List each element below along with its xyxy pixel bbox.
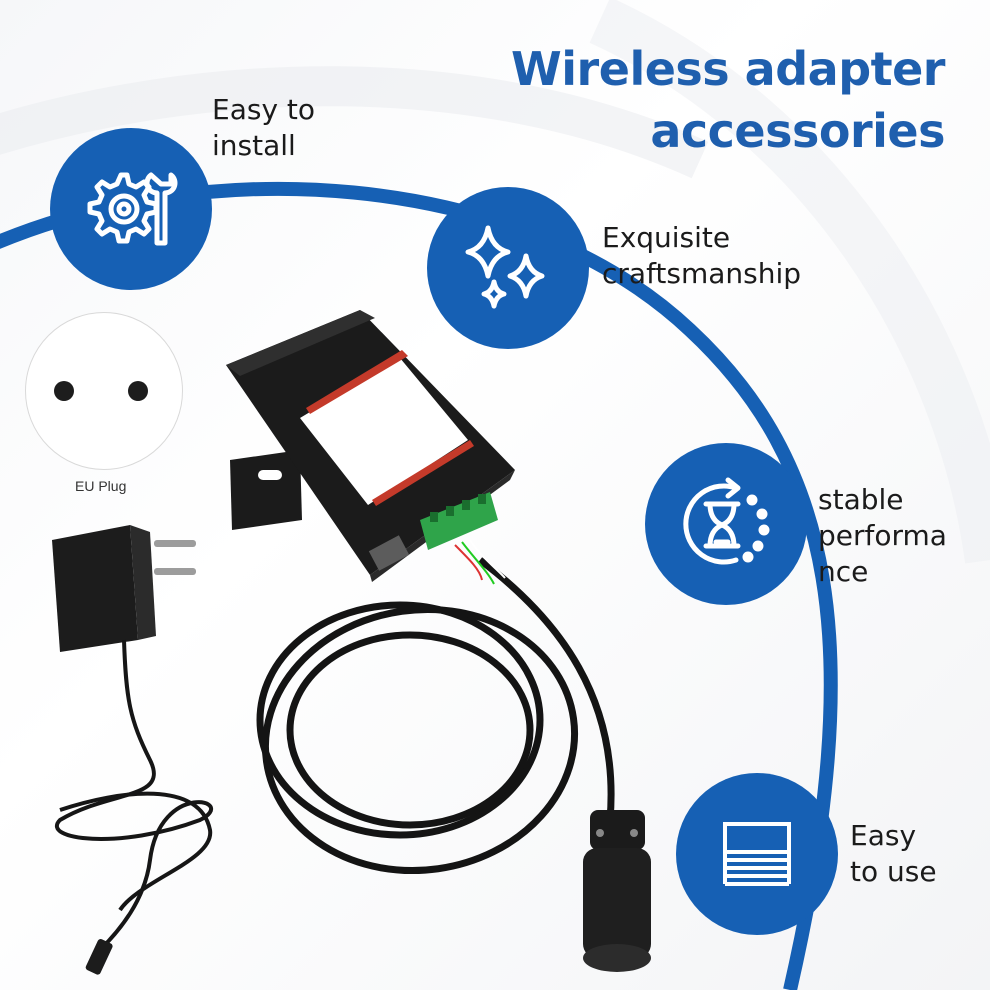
stacked-layers-icon — [723, 822, 791, 886]
gear-wrench-icon — [87, 172, 178, 246]
sparkles-icon — [465, 225, 545, 309]
hourglass-icon — [683, 477, 770, 565]
page-title: Wireless adapter accessories — [511, 38, 945, 162]
data-cable — [256, 557, 615, 875]
feature-label-easy-use: Easy to use — [850, 819, 937, 888]
feature-icon-circle-performance — [645, 443, 807, 605]
round-connector — [583, 810, 651, 972]
eu-plug-illustration — [25, 312, 183, 470]
title-line-2: accessories — [650, 104, 945, 158]
plug-pin-left — [54, 381, 74, 401]
wifi-adapter-box — [226, 310, 515, 585]
title-line-1: Wireless adapter — [511, 42, 945, 96]
feature-icon-circle-craftsmanship — [427, 187, 589, 349]
feature-label-performance: stable performa nce — [818, 483, 947, 588]
feature-icon-circle-easy-use — [676, 773, 838, 935]
feature-icon-circle-install — [50, 128, 212, 290]
power-adapter — [52, 525, 214, 975]
plug-pin-right — [128, 381, 148, 401]
feature-label-install: Easy to install — [212, 93, 316, 162]
terminal-block — [420, 492, 498, 550]
eu-plug-label: EU Plug — [75, 478, 127, 494]
feature-label-craftsmanship: Exquisite craftsmanship — [602, 221, 802, 290]
